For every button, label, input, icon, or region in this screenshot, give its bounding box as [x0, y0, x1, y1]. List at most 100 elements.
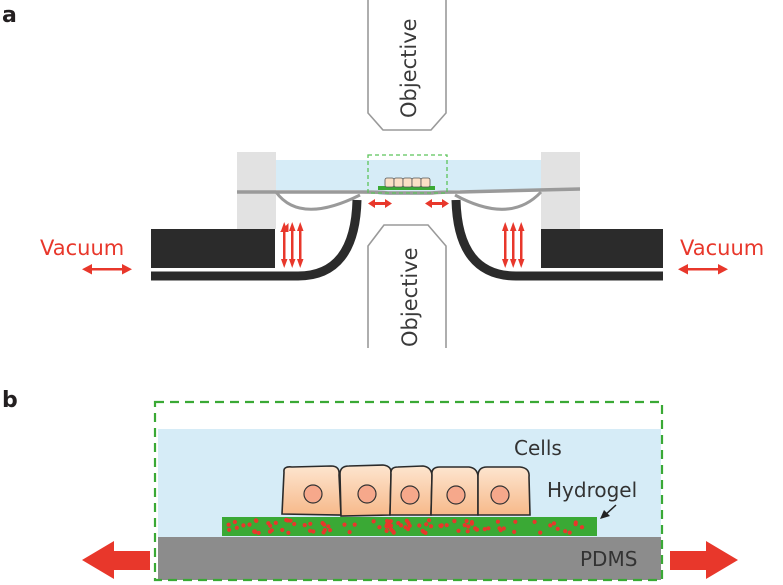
hydrogel-bead — [406, 527, 411, 532]
hydrogel-bead — [227, 527, 232, 532]
cell-5 — [477, 466, 531, 516]
hydrogel-bead — [308, 521, 313, 526]
hydrogel-bead — [548, 523, 553, 528]
hydrogel-bead — [385, 518, 390, 524]
hydrogel-bead — [384, 522, 389, 528]
stretch-arrow-left — [82, 541, 150, 579]
hydrogel-bead — [426, 518, 432, 523]
mini-hydrogel — [378, 186, 435, 190]
hydrogel-bead — [389, 527, 394, 532]
strain-arrow-left — [368, 199, 392, 208]
hydrogel-bead — [573, 522, 578, 527]
cell-4 — [430, 466, 479, 516]
stretch-arrow-right — [670, 541, 738, 579]
hydrogel-bead — [256, 530, 261, 536]
cells-label: Cells — [514, 436, 562, 460]
objective-top: Objective — [367, 0, 447, 131]
hydrogel-bead — [377, 525, 382, 530]
hydrogel-bead — [404, 518, 409, 523]
panel-b-label: b — [2, 388, 18, 413]
hydrogel-bead — [532, 519, 537, 525]
hydrogel-bead — [232, 519, 237, 525]
hydrogel-bead — [292, 521, 297, 527]
hydrogel-bead — [423, 530, 428, 536]
vacuum-block-left — [151, 229, 275, 268]
vacuum-label-right: Vacuum — [680, 236, 764, 260]
hydrogel-bead — [538, 530, 543, 535]
hydrogel-bead — [384, 528, 389, 534]
hydrogel-bead — [567, 530, 572, 535]
zoom-frame — [153, 400, 664, 582]
hydrogel-bead — [286, 530, 291, 535]
hydrogel-bead — [308, 528, 313, 533]
hydrogel-bead — [226, 522, 231, 527]
vacuum-arrow-right — [678, 264, 728, 275]
hydrogel-bead — [322, 522, 327, 527]
pdms-layer — [158, 537, 661, 580]
hydrogel-bead — [326, 524, 331, 529]
hydrogel-bead — [429, 524, 434, 529]
hydrogel-bead — [495, 519, 500, 524]
hydrogel-bead — [482, 527, 487, 532]
medium-well — [276, 160, 541, 195]
vacuum-label-left: Vacuum — [40, 236, 124, 260]
hydrogel-bead — [551, 521, 557, 526]
hydrogel-bead — [371, 519, 376, 524]
hydrogel-bead — [254, 518, 259, 524]
hydrogel-bead — [247, 522, 252, 527]
hydrogel-bead — [417, 523, 422, 528]
objective-top-label: Objective — [397, 18, 421, 118]
hydrogel-bead — [464, 518, 469, 524]
hydrogel-pointer — [600, 504, 617, 519]
hydrogel-bead — [579, 525, 585, 530]
hydrogel-bead — [513, 519, 518, 524]
vacuum-block-right — [541, 229, 663, 268]
hydrogel-bead — [388, 519, 393, 524]
hydrogel-bead — [444, 523, 449, 528]
hydrogel-bead — [241, 523, 246, 528]
hydrogel-bead — [268, 523, 273, 528]
panel-b: b PDMS Hydrogel — [2, 388, 738, 582]
panel-a-label: a — [2, 3, 17, 28]
hydrogel-bead — [452, 519, 457, 524]
objective-bottom-label: Objective — [398, 247, 422, 347]
membrane-curve-right — [454, 190, 543, 211]
strain-arrow-right — [425, 199, 449, 208]
hydrogel-bead — [501, 526, 506, 531]
hydrogel-bead — [474, 527, 480, 532]
hydrogel-bead — [466, 524, 471, 529]
hydrogel-bead — [469, 521, 474, 526]
hydrogel-bead — [280, 527, 285, 533]
chamber-wall-right — [451, 199, 663, 281]
hydrogel-bead — [462, 523, 467, 528]
membrane-curve-left — [274, 191, 361, 211]
hydrogel-bead — [342, 522, 347, 527]
panel-a: a Objective — [2, 0, 764, 348]
suction-arrows-left — [280, 222, 304, 268]
hydrogel-bead — [284, 517, 289, 523]
hydrogel-label: Hydrogel — [547, 478, 637, 502]
hydrogel-bead — [456, 528, 461, 533]
hydrogel-bead — [438, 524, 444, 529]
objective-bottom: Objective — [367, 224, 447, 348]
hydrogel-bead — [486, 526, 491, 531]
cell-3 — [389, 465, 433, 516]
hydrogel-bead — [302, 523, 307, 528]
hydrogel-bead — [398, 523, 404, 528]
cell-1 — [281, 465, 342, 516]
hydrogel-bead — [252, 529, 257, 534]
suction-arrows-right — [502, 222, 525, 268]
chamber-wall-left — [151, 199, 362, 281]
hydrogel-bead — [267, 529, 273, 534]
vacuum-arrow-left — [82, 264, 132, 275]
hydrogel-bead — [321, 530, 326, 535]
hydrogel-bead — [512, 529, 517, 535]
cell-2 — [339, 464, 392, 517]
hydrogel-bead — [407, 523, 412, 528]
hydrogel-bead — [328, 528, 333, 533]
pdms-label: PDMS — [580, 547, 637, 571]
hydrogel-bead — [465, 529, 470, 534]
hydrogel-bead — [273, 520, 278, 526]
zoom-box — [367, 154, 448, 194]
